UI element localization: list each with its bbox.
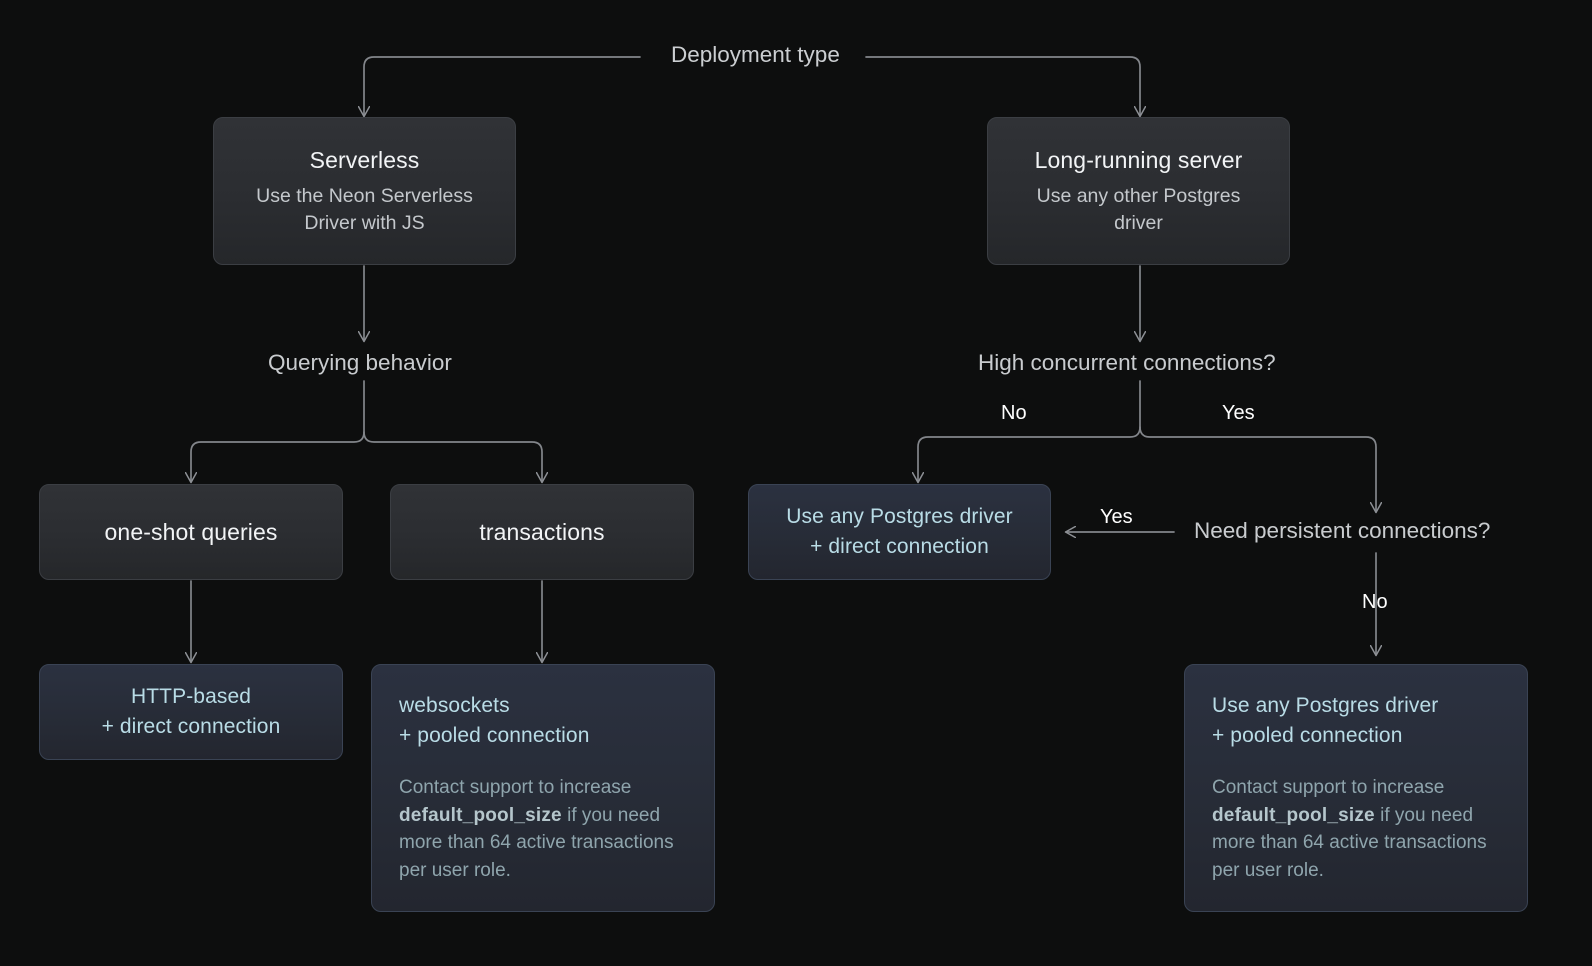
node-long-running-server-title: Long-running server	[1034, 147, 1243, 174]
node-pooled-driver-note-before: Contact support to increase	[1212, 776, 1445, 798]
node-websockets-note-code: default_pool_size	[399, 804, 562, 826]
node-pooled-driver-note-after: if you need more than 64 active transact…	[1212, 804, 1487, 882]
node-transactions-title: transactions	[479, 518, 605, 545]
node-websockets[interactable]: websockets + pooled connection Contact s…	[371, 664, 715, 912]
node-websockets-note-before: Contact support to increase	[399, 776, 632, 798]
edge-concurrent-yes	[1139, 426, 1376, 512]
edge-root-to-longrunning	[865, 56, 1140, 116]
node-websockets-note-after: if you need more than 64 active transact…	[399, 804, 674, 882]
edge-querying-stem-right	[363, 431, 542, 482]
node-http-based-title: HTTP-based + direct connection	[101, 685, 281, 738]
edge-label-concurrent-no: No	[1001, 402, 1027, 424]
root-label: Deployment type	[657, 43, 854, 67]
node-one-shot-queries-title: one-shot queries	[104, 518, 278, 545]
node-high-concurrent-connections: High concurrent connections?	[968, 351, 1286, 375]
node-need-persistent-connections: Need persistent connections?	[1184, 519, 1501, 543]
edge-label-concurrent-yes: Yes	[1222, 402, 1255, 424]
node-pooled-driver-note: Contact support to increase default_pool…	[1212, 774, 1500, 886]
node-long-running-server-subtitle: Use any other Postgres driver	[1036, 185, 1241, 234]
edge-root-to-serverless	[364, 56, 641, 116]
node-one-shot-queries[interactable]: one-shot queries	[39, 484, 343, 580]
node-http-based[interactable]: HTTP-based + direct connection	[39, 664, 343, 760]
node-serverless-title: Serverless	[309, 147, 420, 174]
node-long-running-server[interactable]: Long-running server Use any other Postgr…	[987, 117, 1290, 265]
edge-label-persistent-no: No	[1362, 591, 1388, 613]
node-direct-driver-title: Use any Postgres driver + direct connect…	[786, 505, 1013, 558]
edge-querying-stem	[191, 380, 365, 482]
node-pooled-driver-note-code: default_pool_size	[1212, 804, 1375, 826]
node-pooled-driver-title: Use any Postgres driver + pooled connect…	[1212, 694, 1439, 747]
node-websockets-title: websockets + pooled connection	[399, 694, 590, 747]
node-websockets-note: Contact support to increase default_pool…	[399, 774, 687, 886]
node-serverless[interactable]: Serverless Use the Neon Serverless Drive…	[213, 117, 516, 265]
node-pooled-driver[interactable]: Use any Postgres driver + pooled connect…	[1184, 664, 1528, 912]
edge-label-persistent-yes: Yes	[1100, 506, 1133, 528]
node-serverless-subtitle: Use the Neon Serverless Driver with JS	[256, 185, 473, 234]
edge-concurrent-no	[918, 380, 1141, 482]
node-direct-driver[interactable]: Use any Postgres driver + direct connect…	[748, 484, 1051, 580]
node-transactions[interactable]: transactions	[390, 484, 694, 580]
node-querying-behavior: Querying behavior	[258, 351, 462, 375]
